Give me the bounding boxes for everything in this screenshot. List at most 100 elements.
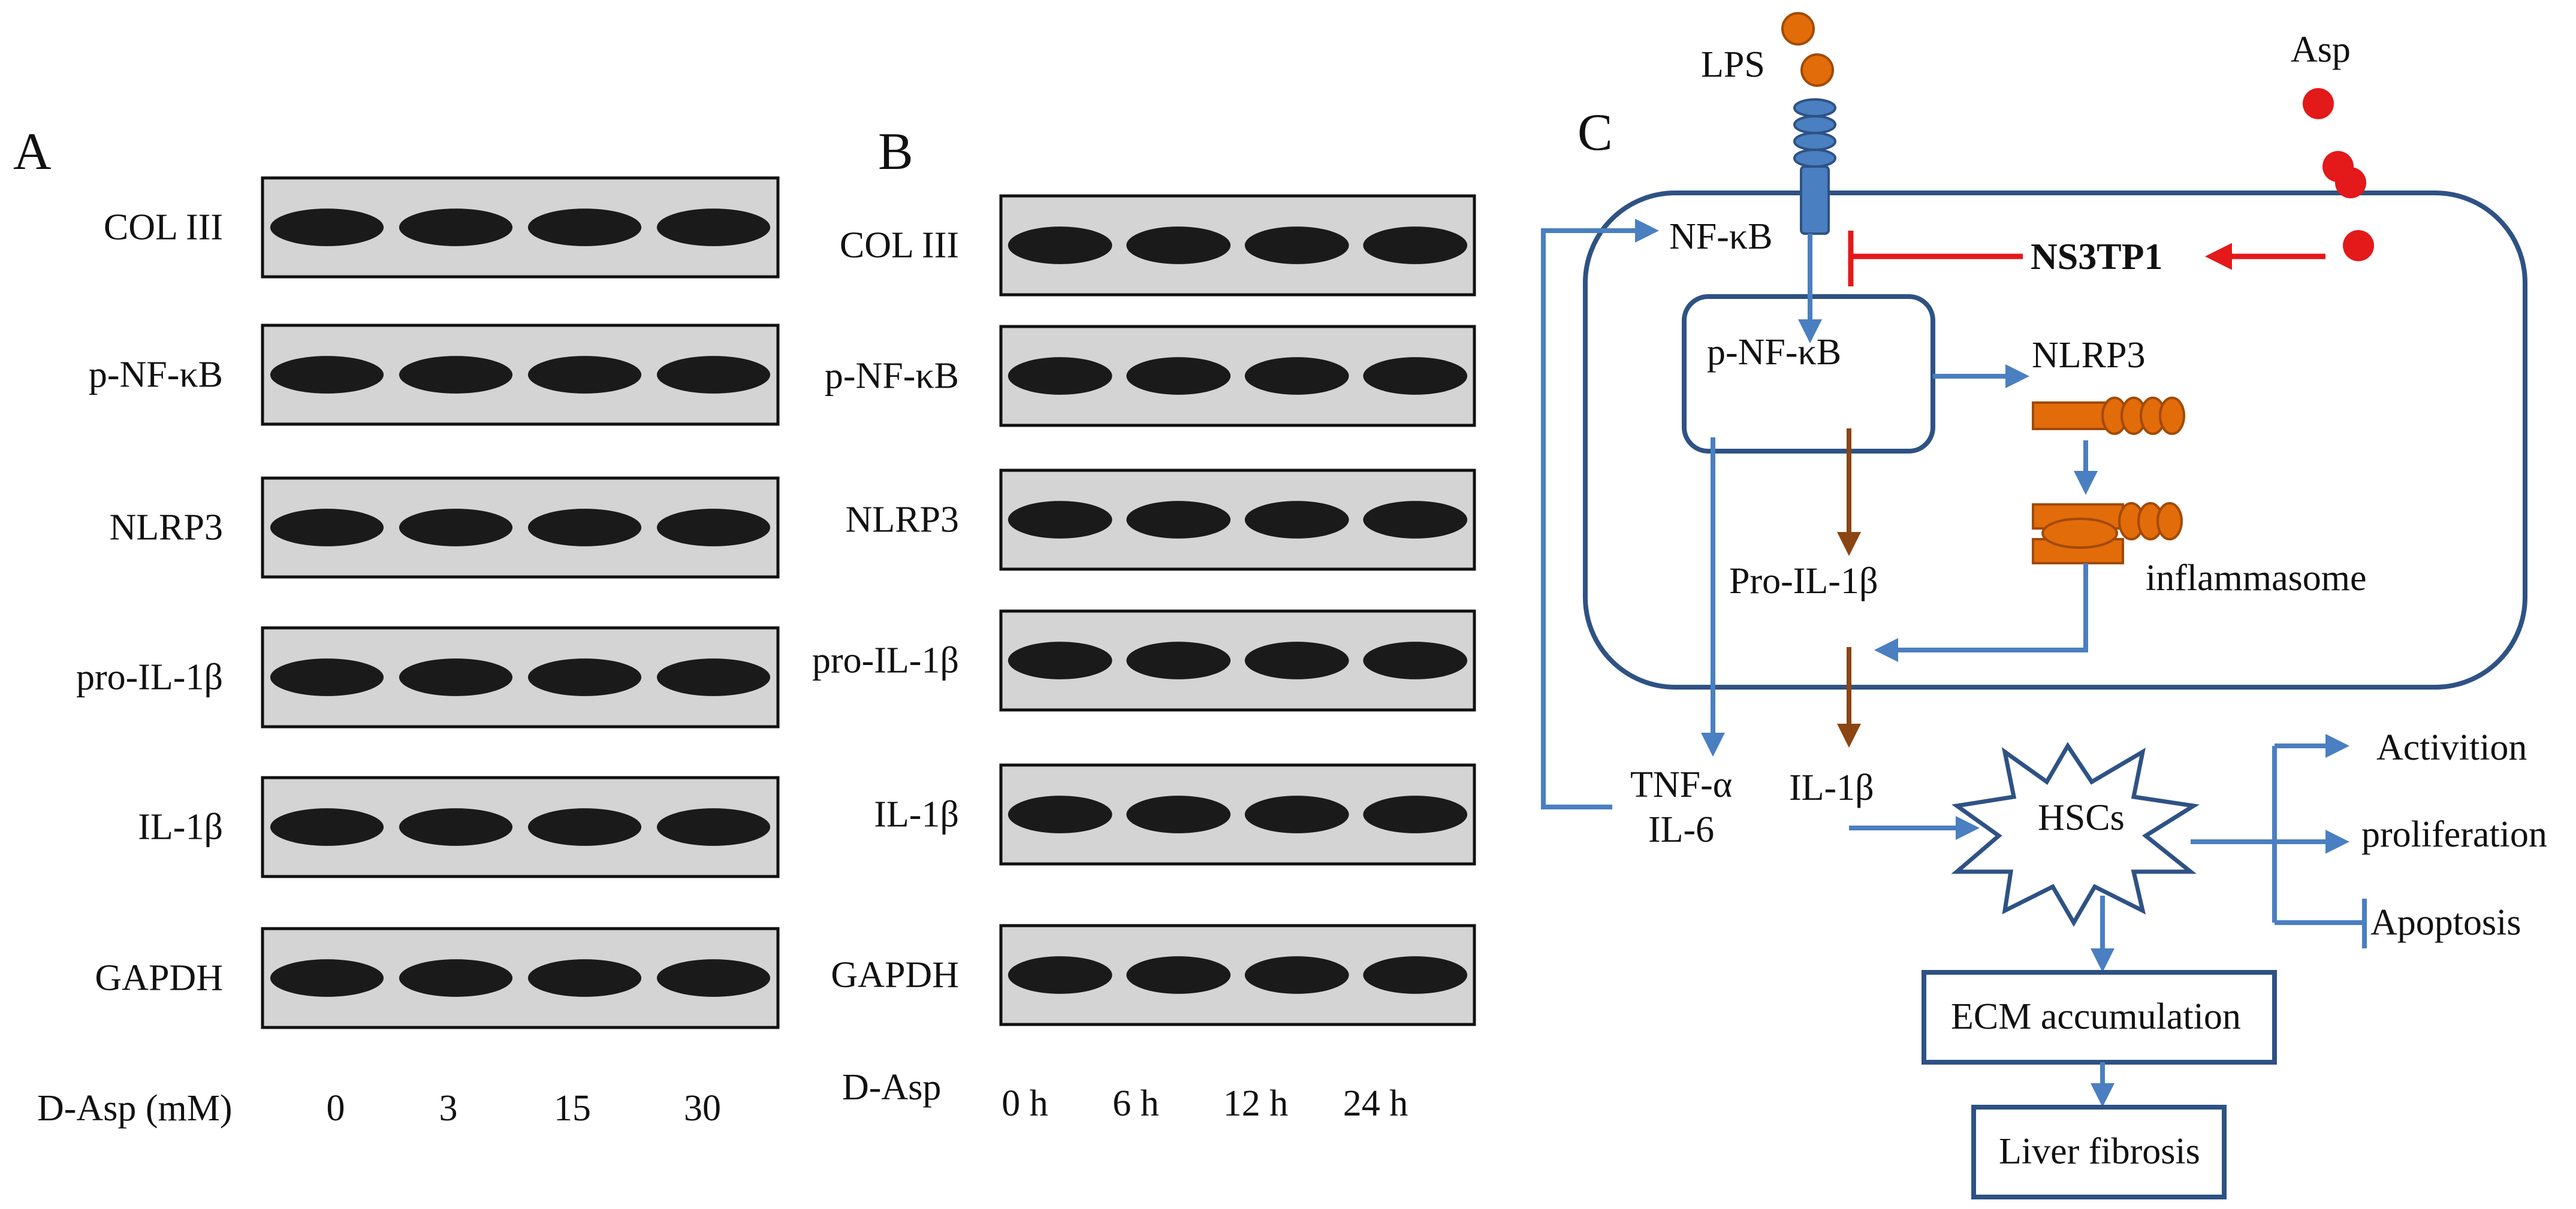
blot-row-label: pro-IL-1β — [76, 657, 223, 698]
inflammasome-label: inflammasome — [2146, 558, 2366, 599]
fibrosis-box — [1971, 1105, 2227, 1199]
activition-label: Activition — [2376, 727, 2527, 768]
protein-band — [1008, 956, 1112, 994]
lane-label: 6 h — [1112, 1083, 1159, 1124]
protein-band — [527, 356, 642, 394]
protein-band — [1363, 956, 1468, 994]
lane-label: 24 h — [1343, 1083, 1408, 1124]
protein-band — [1244, 642, 1349, 679]
blot-b-axis-label: D-Asp — [842, 1067, 941, 1108]
protein-band — [1126, 956, 1231, 994]
lane-label: 0 — [327, 1088, 345, 1129]
il6-label: IL-6 — [1648, 809, 1714, 850]
blot-row-label: COL III — [104, 207, 223, 248]
blot-row: GAPDH — [95, 927, 780, 1029]
lane-label: 3 — [439, 1088, 458, 1129]
asp-molecule — [2343, 230, 2374, 261]
protein-band — [1008, 796, 1112, 833]
blot-row: COL III — [104, 176, 780, 279]
panel-label-c: C — [1577, 104, 1613, 162]
protein-band — [1363, 796, 1468, 833]
protein-band — [270, 509, 384, 546]
protein-band — [656, 808, 771, 846]
protein-band — [270, 808, 384, 846]
protein-band — [1008, 642, 1112, 679]
blot-row-label: COL III — [840, 225, 959, 266]
blot-row: IL-1β — [874, 763, 1476, 866]
lane-label: 12 h — [1223, 1083, 1289, 1124]
protein-band — [1363, 642, 1468, 679]
protein-band — [527, 509, 642, 546]
protein-band — [1126, 501, 1231, 539]
lane-label: 30 — [684, 1088, 721, 1129]
protein-band — [399, 959, 513, 997]
blot-a-lane-labels: 0 3 15 30 — [327, 1088, 722, 1129]
protein-band — [1244, 501, 1349, 539]
protein-band — [656, 658, 771, 696]
p-nfkb-label: p-NF-κB — [1707, 332, 1841, 373]
lps-molecule — [1800, 53, 1834, 87]
hscs-star — [1951, 742, 2200, 927]
nlrp3-label: NLRP3 — [2032, 335, 2145, 376]
protein-band — [399, 208, 513, 246]
protein-band — [1244, 956, 1349, 994]
protein-band — [527, 658, 642, 696]
feedback-loop-arrow — [1541, 219, 1659, 809]
protein-band — [656, 208, 771, 246]
blot-row: COL III — [840, 194, 1476, 297]
blot-row-label: NLRP3 — [110, 507, 223, 548]
protein-band — [399, 356, 513, 394]
protein-band — [527, 208, 642, 246]
protein-band — [1244, 357, 1349, 395]
panel-label-a: A — [13, 123, 52, 181]
blot-row-label: GAPDH — [95, 958, 223, 999]
protein-band — [527, 959, 642, 997]
protein-band — [527, 808, 642, 846]
blot-row-label: GAPDH — [831, 955, 959, 996]
blot-row: p-NF-κB — [825, 325, 1476, 427]
protein-band — [1008, 357, 1112, 395]
fibrosis-label: Liver fibrosis — [1999, 1131, 2200, 1172]
tlr4-receptor — [1793, 98, 1836, 235]
lane-label: 15 — [554, 1088, 591, 1129]
blot-row: NLRP3 — [110, 476, 780, 579]
protein-band — [656, 509, 771, 546]
inflammasome-to-il1b-arrow — [1874, 563, 2088, 662]
lane-label: 0 h — [1002, 1083, 1048, 1124]
blot-row: GAPDH — [831, 924, 1476, 1026]
protein-band — [656, 356, 771, 394]
panel-label-b: B — [878, 123, 913, 181]
protein-band — [399, 658, 513, 696]
blot-row-label: NLRP3 — [846, 500, 959, 540]
blot-row: pro-IL-1β — [812, 609, 1476, 712]
pro-il1b-label: Pro-IL-1β — [1729, 561, 1878, 602]
nlrp3-protein — [2032, 397, 2185, 435]
protein-band — [1363, 501, 1468, 539]
protein-band — [1008, 226, 1112, 264]
protein-band — [1008, 501, 1112, 539]
il1b-label: IL-1β — [1789, 767, 1874, 808]
protein-band — [1244, 226, 1349, 264]
blot-row: pro-IL-1β — [76, 626, 780, 729]
lps-label: LPS — [1701, 44, 1765, 85]
lps-molecule — [1781, 12, 1815, 46]
blot-row-label: IL-1β — [138, 807, 223, 848]
blot-b-lane-labels: 0 h 6 h 12 h 24 h — [1002, 1083, 1408, 1124]
protein-band — [399, 509, 513, 546]
blot-a-axis-label: D-Asp (mM) — [37, 1088, 232, 1129]
asp-molecule — [2303, 88, 2334, 119]
blot-row-label: pro-IL-1β — [812, 640, 959, 681]
blot-row: NLRP3 — [846, 469, 1476, 571]
inflammasome-complex — [2032, 502, 2183, 564]
blot-row: p-NF-κB — [89, 324, 780, 426]
blot-row-label: IL-1β — [874, 794, 959, 835]
protein-band — [1363, 357, 1468, 395]
protein-band — [1363, 226, 1468, 264]
ecm-box — [1922, 970, 2277, 1065]
ns3tp1-label: NS3TP1 — [2031, 237, 2162, 277]
blot-row-label: p-NF-κB — [825, 356, 959, 397]
tnfa-label: TNF-α — [1630, 764, 1732, 805]
